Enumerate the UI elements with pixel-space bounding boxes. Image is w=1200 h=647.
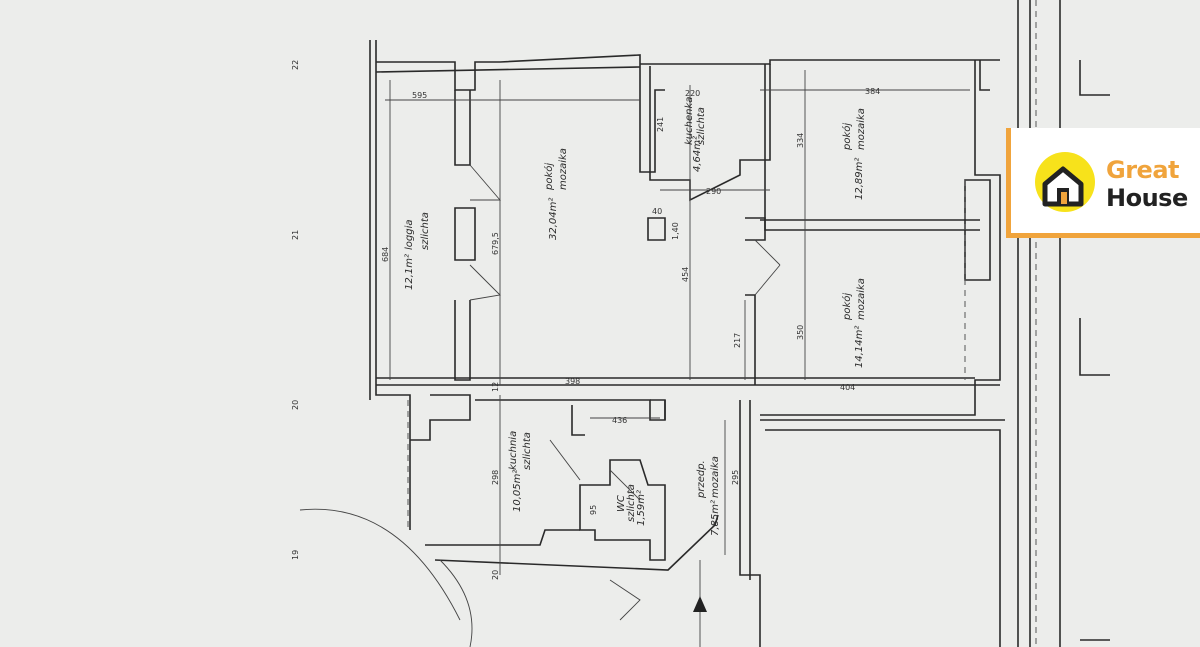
dimension: 684 — [381, 247, 390, 262]
dimension: 217 — [733, 333, 742, 348]
dimension: 95 — [589, 505, 598, 515]
entrance-arrow-icon — [693, 596, 707, 612]
room-bedroom-1: pokój mozaika 12,89m² — [841, 108, 867, 200]
great-house-logo: Great House — [1006, 128, 1200, 238]
grid-mark: 19 — [291, 550, 300, 560]
room-name: pokój — [543, 163, 555, 191]
room-floor: szlichta — [420, 212, 431, 250]
room-wc: WC szlichta 1,59m² — [616, 484, 647, 526]
room-kitchenette: kuchenka szlichta 4,64m² — [684, 97, 707, 172]
dimension-lines — [385, 0, 1037, 647]
dimension: 241 — [656, 117, 665, 132]
room-area: 12,89m² — [854, 158, 865, 200]
dimension: 20 — [491, 570, 500, 580]
room-floor: mozaika — [856, 278, 867, 320]
room-kitchen: kuchnia szlichta 10,05m² — [508, 431, 533, 512]
dimension: 404 — [840, 383, 855, 392]
room-area: 4,64m² — [692, 136, 703, 172]
room-name: WC — [616, 495, 627, 512]
dimension: 220 — [685, 89, 700, 98]
logo-line-2: House — [1106, 184, 1188, 212]
dimension: 295 — [731, 470, 740, 485]
walls — [369, 0, 1110, 647]
room-name: przedp. — [696, 460, 707, 499]
room-floor: mozaika — [856, 108, 867, 150]
house-icon — [1042, 166, 1084, 207]
room-area: 10,05m² — [512, 470, 523, 512]
room-area: 14,14m² — [854, 326, 865, 368]
room-name: kuchenka — [684, 97, 695, 145]
room-name: kuchnia — [508, 431, 519, 470]
dimension: 454 — [681, 267, 690, 282]
room-name: loggia — [404, 220, 415, 251]
room-hall: przedp. mozaika 7,85m² — [696, 456, 721, 536]
dimension: 40 — [652, 207, 662, 216]
room-area: 12,1m² — [404, 254, 415, 290]
dimension: 1,40 — [671, 222, 680, 240]
dimension: 290 — [706, 187, 721, 196]
room-name: pokój — [841, 123, 853, 151]
room-area: 1,59m² — [636, 490, 647, 526]
logo-line-1: Great — [1106, 156, 1179, 184]
dimension: 595 — [412, 91, 427, 100]
dimension-labels: 684 679,5 595 454 334 350 298 295 241 21… — [381, 87, 880, 580]
dimension: 398 — [565, 377, 580, 386]
room-living: pokój mozaika 32,04m² — [543, 148, 569, 240]
room-bedroom-2: pokój mozaika 14,14m² — [841, 278, 867, 368]
room-loggia: loggia szlichta 12,1m² — [404, 212, 431, 290]
room-floor: mozaika — [558, 148, 569, 190]
dimension: 12 — [491, 382, 500, 392]
dimension: 350 — [796, 325, 805, 340]
grid-mark: 22 — [291, 60, 300, 70]
room-floor: szlichta — [522, 432, 533, 470]
dimension: 436 — [612, 416, 627, 425]
room-area: 32,04m² — [548, 198, 559, 240]
dimension: 298 — [491, 470, 500, 485]
door-swings — [299, 164, 781, 647]
room-floor: szlichta — [696, 107, 707, 145]
dimension: 384 — [865, 87, 880, 96]
grid-mark: 20 — [291, 400, 300, 410]
grid-mark: 21 — [291, 230, 300, 240]
dimension: 334 — [796, 133, 805, 148]
dimension: 679,5 — [491, 232, 500, 255]
room-area: 7,85m² — [710, 500, 721, 536]
room-name: pokój — [841, 293, 853, 321]
room-floor: mozaika — [710, 456, 721, 498]
room-floor: szlichta — [626, 484, 637, 522]
